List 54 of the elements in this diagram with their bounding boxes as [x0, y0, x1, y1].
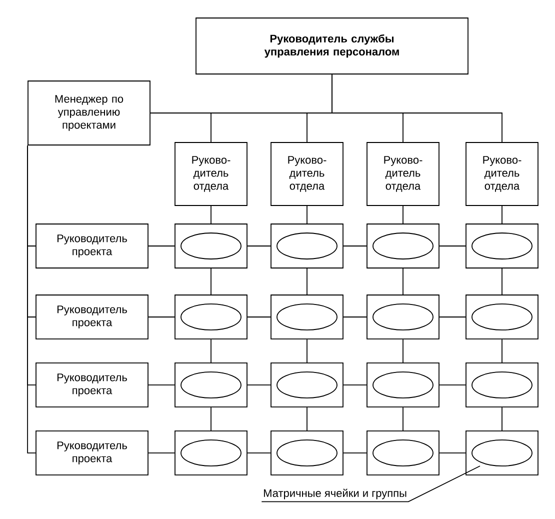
- matrix-cell: [270, 430, 344, 476]
- connector-line: [247, 452, 271, 454]
- matrix-cell: [174, 294, 248, 340]
- connector-line: [343, 316, 367, 318]
- connector-line: [148, 384, 175, 386]
- connector-line: [306, 268, 308, 295]
- department-head-box: Руково- дитель отдела: [466, 142, 538, 206]
- department-head-box: Руково- дитель отдела: [270, 142, 344, 206]
- matrix-cell: [270, 224, 344, 268]
- connector-line: [210, 268, 212, 295]
- matrix-cell: [270, 294, 344, 340]
- matrix-cell: [466, 430, 538, 476]
- connector-line: [306, 406, 308, 431]
- leader-line: [261, 466, 480, 502]
- matrix-cell: [466, 294, 538, 340]
- connector-line: [27, 145, 36, 454]
- connector-line: [332, 74, 502, 142]
- connector-line: [306, 339, 308, 363]
- matrix-cell: [366, 294, 440, 340]
- manager-box: Менеджер по управлению проектами: [28, 80, 150, 146]
- connector-line: [439, 384, 466, 386]
- connector-line: [402, 339, 404, 363]
- project-manager-box: Руководитель проекта: [36, 430, 148, 476]
- connector-line: [148, 452, 175, 454]
- connector-line: [148, 316, 175, 318]
- connector-line: [343, 384, 367, 386]
- connector-line: [439, 316, 466, 318]
- connector-line: [402, 268, 404, 295]
- project-manager-box: Руководитель проекта: [36, 224, 148, 268]
- connector-line: [210, 339, 212, 363]
- connector-line: [210, 206, 212, 224]
- connector-line: [439, 452, 466, 454]
- matrix-cell: [366, 430, 440, 476]
- note-text: Матричные ячейки и группы: [264, 488, 406, 500]
- connector-line: [247, 316, 271, 318]
- matrix-cell: [174, 224, 248, 268]
- matrix-cell: [174, 430, 248, 476]
- matrix-cell: [366, 224, 440, 268]
- director-box: Руководитель службы управления персоналом: [196, 18, 468, 74]
- connector-line: [247, 384, 271, 386]
- matrix-cell: [270, 362, 344, 408]
- matrix-cell: [466, 224, 538, 268]
- matrix-cell: [466, 362, 538, 408]
- project-manager-box: Руководитель проекта: [36, 362, 148, 408]
- connector-line: [343, 452, 367, 454]
- project-manager-box: Руководитель проекта: [36, 294, 148, 340]
- connector-line: [306, 206, 308, 224]
- matrix-cell: [174, 362, 248, 408]
- connector-line: [402, 406, 404, 431]
- matrix-cell: [366, 362, 440, 408]
- connector-line: [210, 406, 212, 431]
- connector-line: [402, 206, 404, 224]
- department-head-box: Руково- дитель отдела: [174, 142, 248, 206]
- department-head-box: Руково- дитель отдела: [366, 142, 440, 206]
